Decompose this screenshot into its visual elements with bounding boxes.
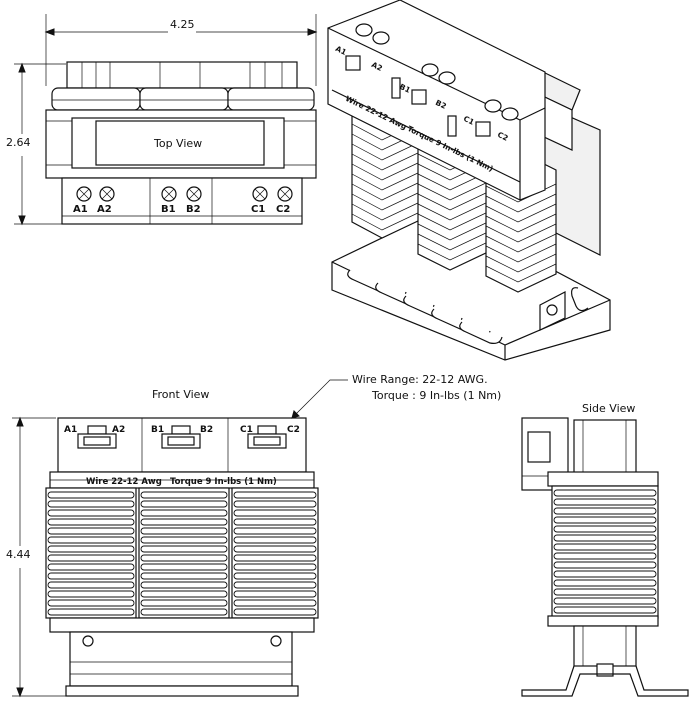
front-terminal-b2: B2 (200, 425, 214, 435)
front-terminal-a2: A2 (112, 425, 126, 435)
front-terminal-c1: C1 (240, 425, 253, 435)
front-view-drawing (12, 416, 319, 698)
top-view-drawing (14, 14, 318, 226)
callout-torque: Torque : 9 In-lbs (1 Nm) (372, 389, 502, 402)
top-terminal-b2: B2 (186, 204, 201, 215)
callout-wire-range: Wire Range: 22-12 AWG. (352, 373, 488, 386)
dimension-height: 4.44 (6, 548, 31, 561)
isometric-view-drawing (327, 0, 611, 361)
top-terminal-c2: C2 (276, 204, 291, 215)
top-terminal-c1: C1 (251, 204, 266, 215)
dimension-depth: 2.64 (6, 136, 31, 149)
top-terminal-a1: A1 (73, 204, 88, 215)
side-view-drawing (521, 417, 689, 697)
dimension-width: 4.25 (170, 18, 195, 31)
side-view-title: Side View (582, 402, 636, 415)
front-torque-label: Torque 9 In-lbs (1 Nm) (170, 477, 277, 487)
top-view-title: Top View (154, 137, 203, 150)
front-terminal-b1: B1 (151, 425, 165, 435)
callout-leader (291, 379, 348, 419)
top-terminal-b1: B1 (161, 204, 176, 215)
front-view-title: Front View (152, 388, 210, 401)
front-terminal-c2: C2 (287, 425, 300, 435)
top-terminal-a2: A2 (97, 204, 112, 215)
front-terminal-a1: A1 (64, 425, 78, 435)
front-wire-label: Wire 22-12 Awg (86, 477, 162, 487)
